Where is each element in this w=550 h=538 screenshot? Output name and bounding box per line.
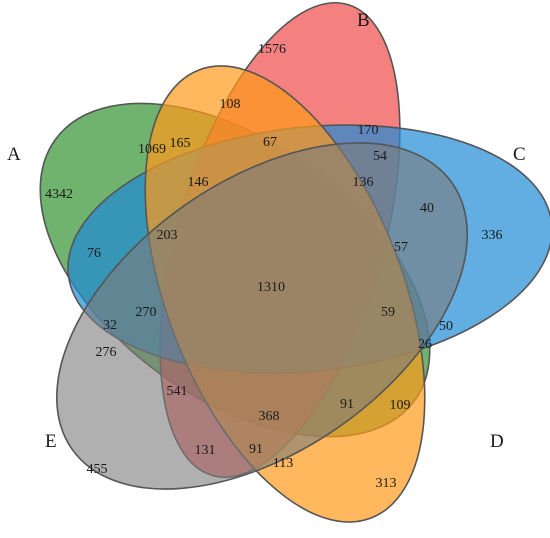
region-count: 455 bbox=[87, 462, 108, 477]
region-count: 26 bbox=[418, 337, 432, 352]
set-label-c: C bbox=[513, 144, 526, 165]
region-count: 108 bbox=[220, 97, 241, 112]
region-count: 336 bbox=[482, 228, 503, 243]
region-count: 313 bbox=[376, 476, 397, 491]
region-count: 1576 bbox=[258, 42, 286, 57]
region-count: 113 bbox=[273, 456, 293, 471]
set-label-d: D bbox=[490, 431, 504, 452]
region-count: 270 bbox=[136, 305, 157, 320]
region-count: 1310 bbox=[257, 280, 285, 295]
region-count: 170 bbox=[358, 123, 379, 138]
set-label-e: E bbox=[45, 431, 57, 452]
region-count: 50 bbox=[439, 319, 453, 334]
set-e-ellipse bbox=[55, 142, 469, 490]
region-count: 541 bbox=[167, 384, 188, 399]
region-count: 57 bbox=[394, 240, 408, 255]
region-count: 32 bbox=[103, 318, 117, 333]
region-count: 146 bbox=[188, 175, 209, 190]
region-count: 131 bbox=[195, 443, 216, 458]
set-label-b: B bbox=[357, 10, 370, 31]
region-count: 54 bbox=[373, 149, 387, 164]
set-labels: A B C D E bbox=[7, 10, 526, 452]
region-count: 136 bbox=[353, 175, 374, 190]
region-count: 1069 bbox=[138, 142, 166, 157]
region-count: 67 bbox=[263, 135, 277, 150]
region-count: 203 bbox=[157, 228, 178, 243]
region-count: 276 bbox=[96, 345, 117, 360]
region-count: 165 bbox=[170, 136, 191, 151]
region-count: 109 bbox=[390, 398, 411, 413]
region-count: 368 bbox=[259, 409, 280, 424]
region-count: 40 bbox=[420, 201, 434, 216]
region-count: 76 bbox=[87, 246, 101, 261]
region-count: 59 bbox=[381, 305, 395, 320]
region-count: 91 bbox=[249, 442, 263, 457]
region-counts: 4342 1576 336 313 455 108 1069 165 170 5… bbox=[45, 42, 503, 491]
set-label-a: A bbox=[7, 144, 21, 165]
region-count: 91 bbox=[340, 397, 354, 412]
region-count: 4342 bbox=[45, 187, 73, 202]
